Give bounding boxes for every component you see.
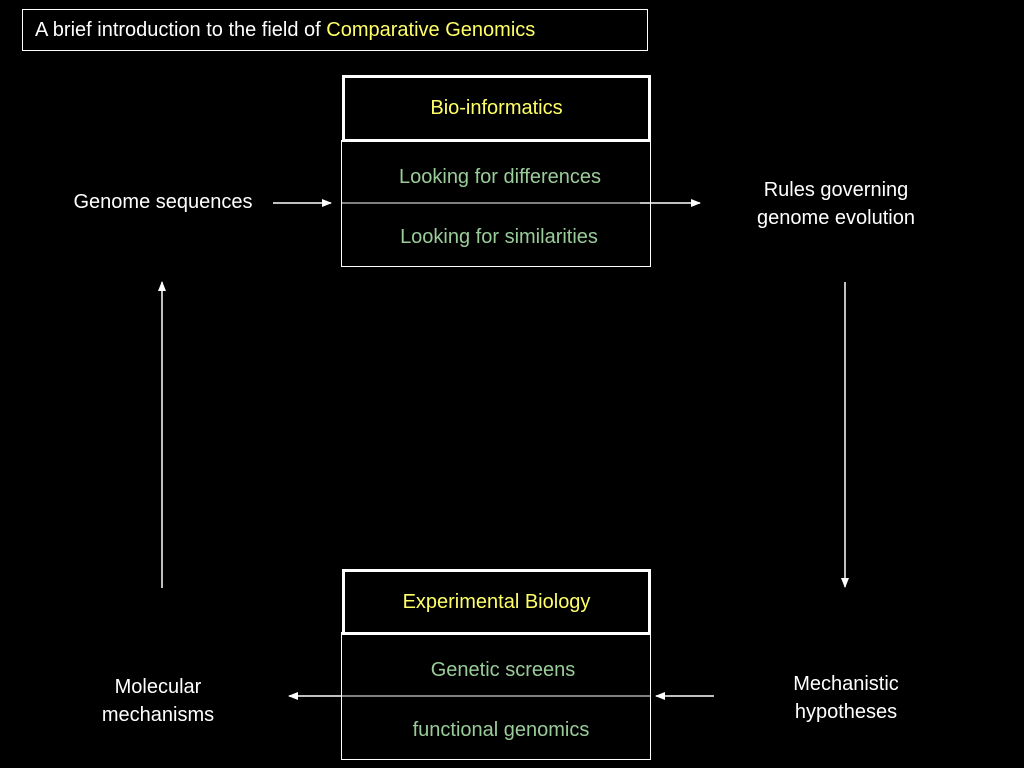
mechanistic-line1: Mechanistic [793, 673, 899, 695]
molecular-label: Molecular mechanisms [68, 673, 248, 729]
top-row-similarities: Looking for similarities [341, 222, 657, 252]
title-prefix: A brief introduction to the field of [35, 19, 321, 41]
rules-line1: Rules governing [763, 179, 909, 201]
mechanistic-label: Mechanistic hypotheses [756, 670, 936, 726]
slide-title: A brief introduction to the field of Com… [22, 9, 648, 51]
molecular-line1: Molecular [114, 676, 202, 698]
genome-sequences-label: Genome sequences [56, 188, 270, 216]
bottom-row-functional-genomics-text: functional genomics [412, 719, 590, 741]
rules-line2: genome evolution [757, 207, 915, 229]
experimental-header: Experimental Biology [342, 569, 651, 635]
bioinformatics-header-text: Bio-informatics [430, 97, 563, 119]
genome-sequences-text: Genome sequences [73, 191, 253, 213]
mechanistic-line2: hypotheses [794, 701, 898, 723]
top-row-differences: Looking for differences [341, 162, 659, 192]
bottom-row-functional-genomics: functional genomics [341, 715, 661, 745]
molecular-line2: mechanisms [101, 704, 215, 726]
bottom-row-genetic-screens-text: Genetic screens [430, 659, 576, 681]
bottom-row-genetic-screens: Genetic screens [341, 655, 665, 685]
rules-label: Rules governing genome evolution [726, 176, 946, 232]
top-row-similarities-text: Looking for similarities [400, 226, 598, 248]
top-row-differences-text: Looking for differences [399, 166, 601, 188]
title-highlight: Comparative Genomics [326, 19, 536, 41]
experimental-header-text: Experimental Biology [402, 591, 591, 613]
bioinformatics-header: Bio-informatics [342, 75, 651, 142]
